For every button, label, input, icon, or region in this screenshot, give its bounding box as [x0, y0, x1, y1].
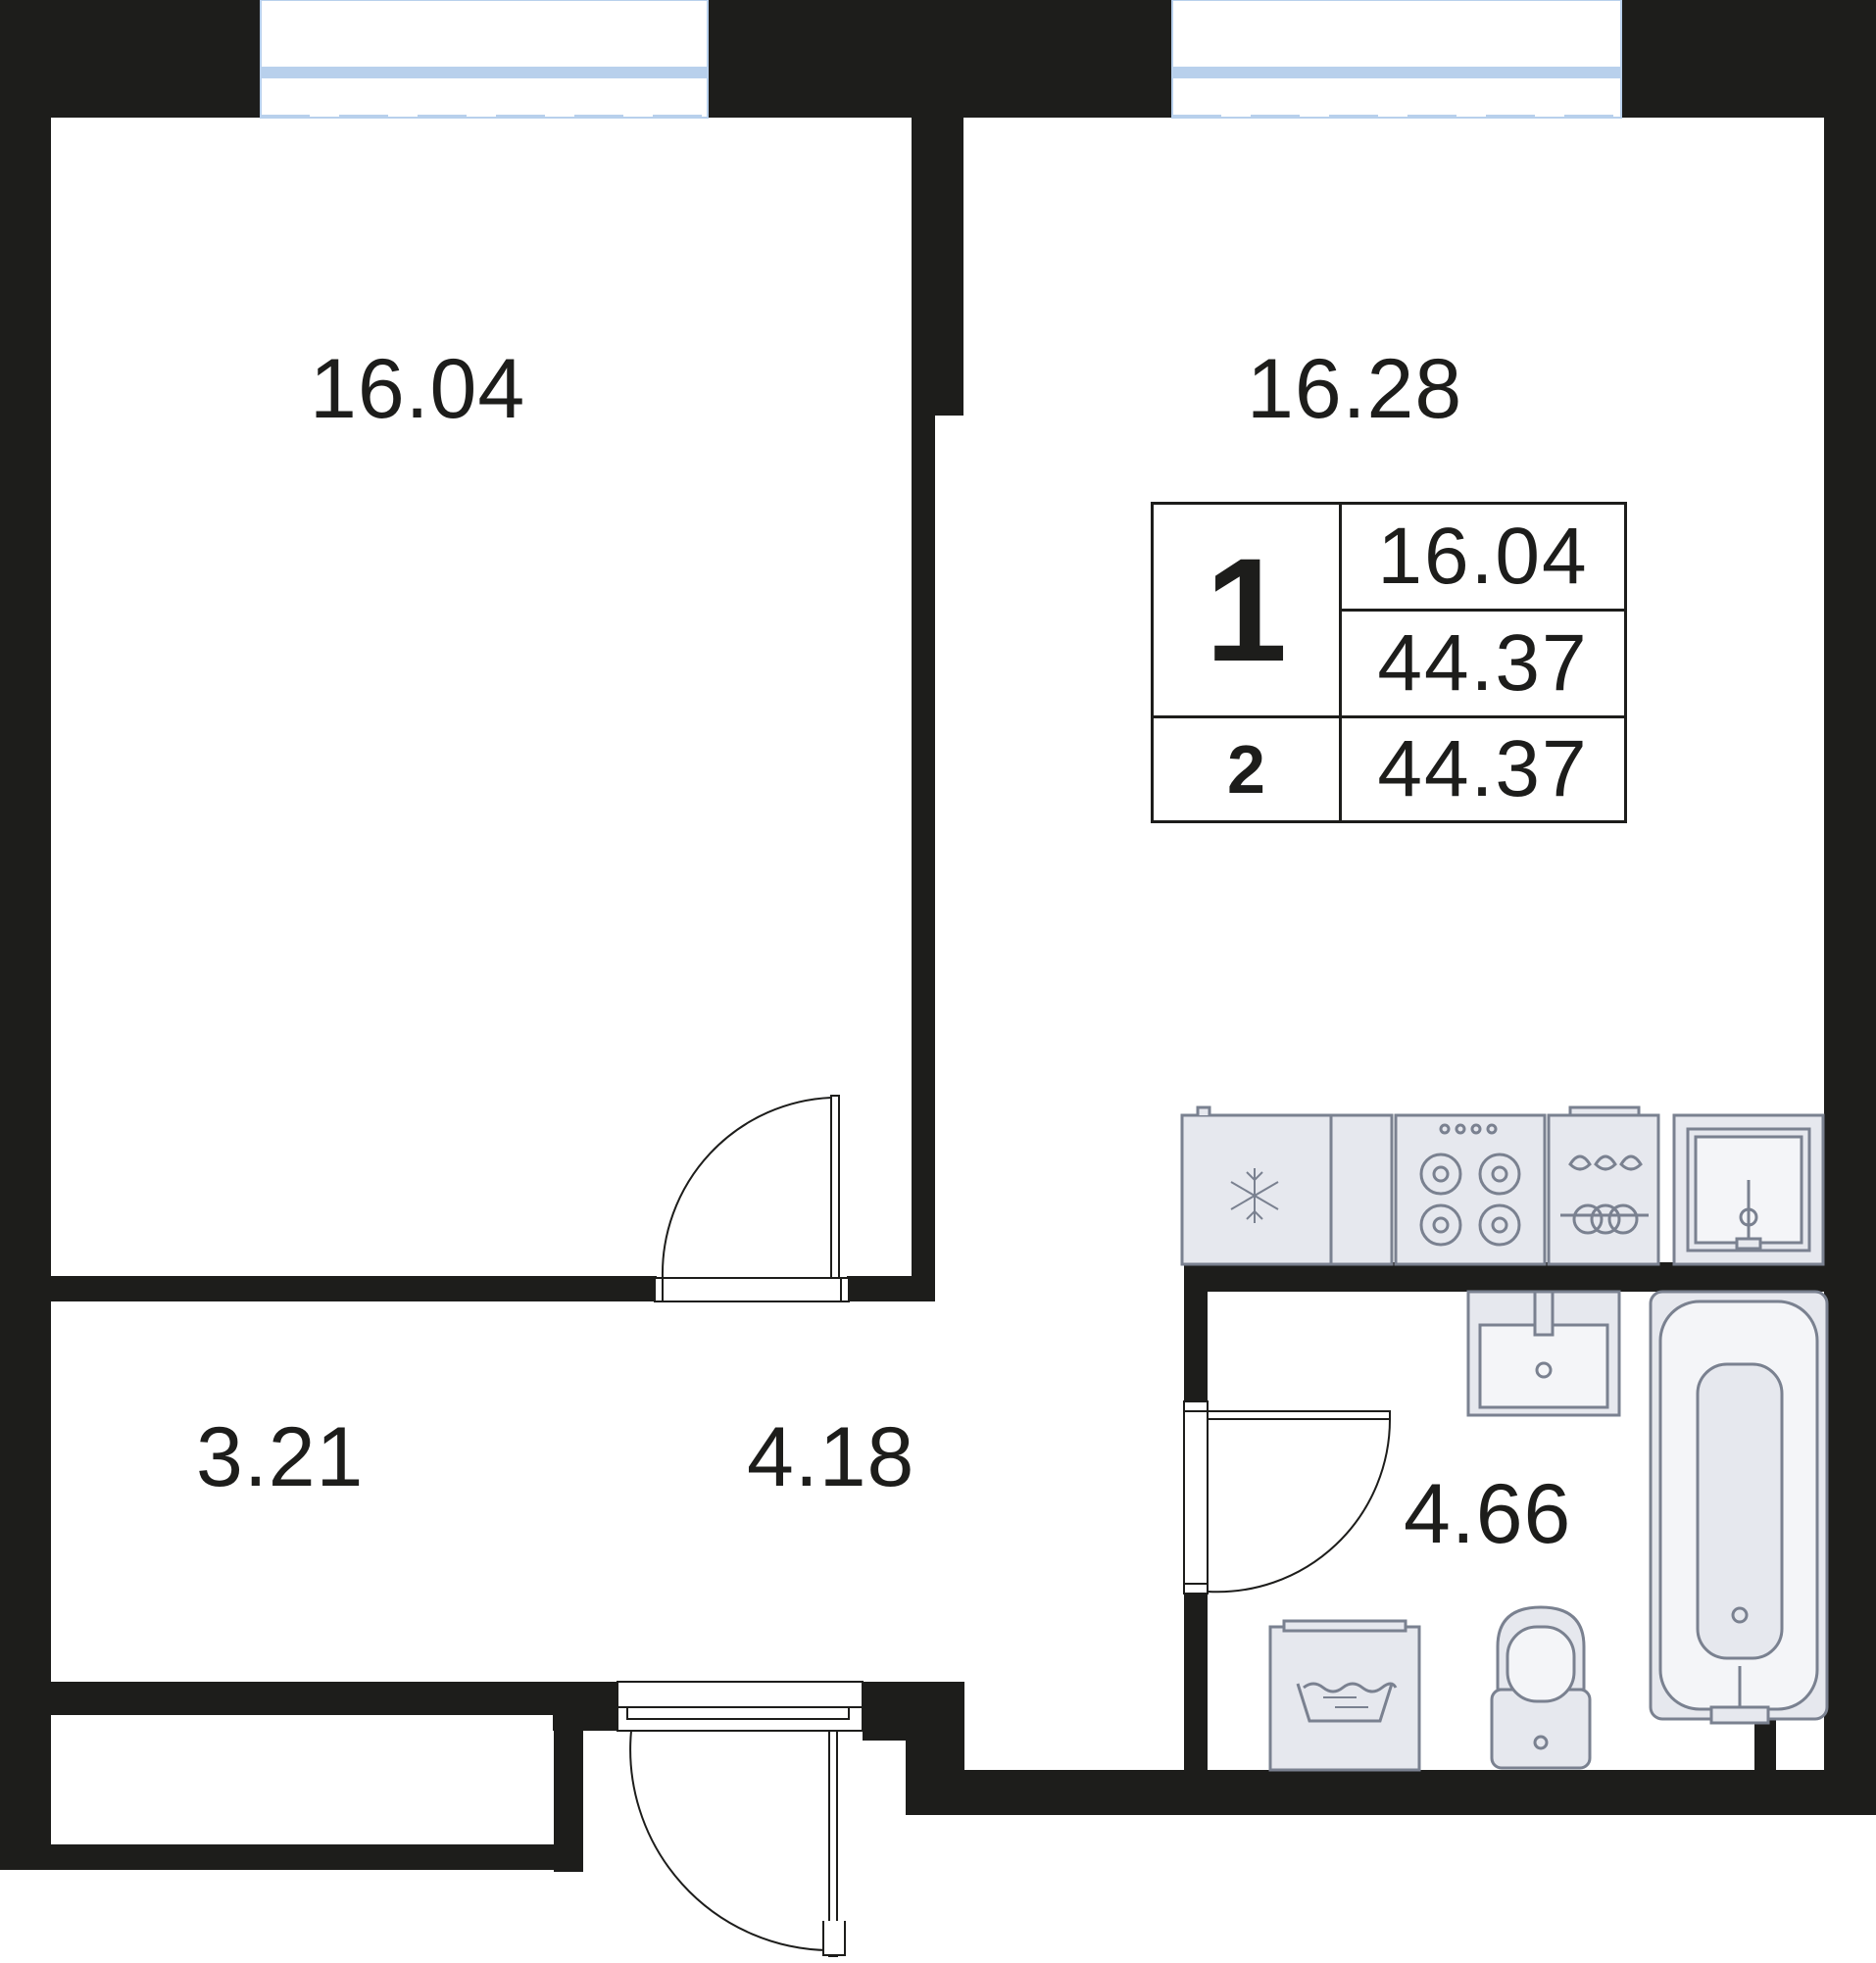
wall-partition-upper — [912, 116, 963, 416]
room-area-bedroom: 16.04 — [310, 342, 526, 436]
toilet-icon — [1490, 1605, 1592, 1770]
wall-bath-stub — [1754, 1715, 1776, 1774]
bathroom-sink-icon — [1466, 1290, 1621, 1417]
room-area-bathroom: 4.66 — [1404, 1467, 1572, 1561]
table-row2-value: 44.37 — [1377, 724, 1589, 813]
washing-machine-icon — [1268, 1619, 1421, 1772]
fridge-icon — [1180, 1105, 1394, 1266]
oven-icon — [1547, 1105, 1660, 1266]
door-icon — [1183, 1400, 1392, 1595]
room-area-hallway: 3.21 — [196, 1410, 365, 1504]
walls — [0, 0, 1876, 1872]
table-row1-value-a: 16.04 — [1342, 505, 1624, 612]
wall-closet-bottom — [0, 1844, 583, 1870]
kitchen-counter — [1180, 1105, 1825, 1266]
bathtub-icon — [1649, 1290, 1829, 1725]
area-summary-table: 1 16.04 44.37 2 44.37 — [1151, 502, 1627, 823]
closet-interior — [51, 1715, 553, 1844]
wall-partition-lower — [912, 416, 935, 1301]
door-icon — [654, 1095, 850, 1302]
wall-bath-left-top — [1184, 1262, 1208, 1401]
stove-icon — [1394, 1113, 1547, 1266]
room-area-corridor: 4.18 — [747, 1410, 915, 1504]
wall-bath-left-bottom — [1184, 1592, 1208, 1778]
door-icon — [617, 1681, 864, 1957]
table-row1-value-b: 44.37 — [1342, 612, 1624, 718]
table-row1-label: 1 — [1154, 505, 1342, 718]
wall-bath-top — [1184, 1262, 1825, 1292]
wall-left — [0, 0, 51, 1870]
window-icon — [1171, 0, 1622, 119]
kitchen-sink-icon — [1672, 1113, 1825, 1266]
wall-bedroom-bottom-left — [49, 1276, 657, 1301]
table-row2-label: 2 — [1154, 718, 1342, 820]
wall-right — [1824, 0, 1876, 1815]
bathroom-fixtures — [1268, 1290, 1829, 1772]
room-area-kitchen-living: 16.28 — [1247, 342, 1463, 436]
wall-bedroom-bottom-right — [847, 1276, 935, 1301]
snowflake-icon — [1230, 1168, 1279, 1223]
wall-top-middle — [708, 0, 1172, 118]
wall-bottom-right — [906, 1770, 1876, 1815]
window-icon — [260, 0, 709, 119]
